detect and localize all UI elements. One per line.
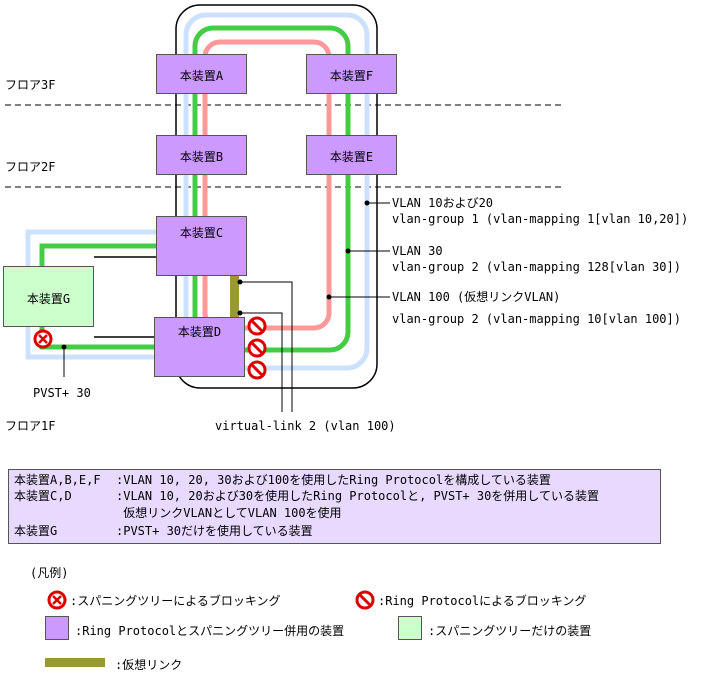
vlan100-ring — [202, 39, 332, 331]
device-c[interactable]: 本装置C — [156, 216, 247, 276]
vlan100-label: VLAN 100 (仮想リンクVLAN) — [392, 290, 561, 304]
legend-ring-block-icon — [355, 590, 375, 610]
vlan30-ring — [192, 25, 351, 353]
legend-combined-device-label: :Ring Protocolとスパニングツリー併用の装置 — [75, 624, 345, 638]
callout-dot-vlan1020 — [364, 200, 370, 206]
virtual-link-label: virtual-link 2 (vlan 100) — [215, 419, 396, 433]
legend-stp-device-label: :スパニングツリーだけの装置 — [428, 624, 592, 638]
device-a-label: 本装置A — [179, 69, 224, 83]
callout-dot-vl-top — [237, 279, 243, 285]
callout-virtual-link-top — [240, 281, 293, 412]
virtual-link-bar — [230, 276, 239, 318]
vlan30-label: VLAN 30 — [392, 244, 443, 258]
ring-block-icon — [247, 338, 267, 358]
legend-ring-block-label: :Ring Protocolによるブロッキング — [378, 594, 587, 608]
note-device-name: 本装置C,D — [14, 489, 72, 503]
legend-stp-device-swatch — [398, 616, 422, 640]
legend-virtual-link-swatch — [45, 658, 105, 667]
legend-title: (凡例) — [30, 566, 69, 580]
floor-label-2f: フロア2F — [5, 160, 56, 174]
device-f-label: 本装置F — [329, 69, 374, 83]
note-device-name: 本装置G — [14, 524, 58, 538]
note-description: :VLAN 10, 20, 30および100を使用したRing Protocol… — [116, 473, 551, 487]
ring-block-icon — [247, 360, 267, 380]
note-description: 仮想リンクVLANとしてVLAN 100を使用 — [116, 506, 342, 520]
legend-virtual-link-label: :仮想リンク — [115, 658, 183, 672]
callout-dot-pvst — [61, 344, 67, 350]
ring-frame — [175, 4, 378, 389]
floor-label-3f: フロア3F — [5, 78, 56, 92]
floor-label-1f: フロア1F — [5, 419, 56, 433]
note-row: 本装置G :PVST+ 30だけを使用している装置 — [14, 524, 313, 539]
ring-block-icon — [247, 316, 267, 336]
note-row: 仮想リンクVLANとしてVLAN 100を使用 — [14, 506, 342, 521]
device-d-label: 本装置D — [177, 325, 222, 339]
vlan1020-group-label: vlan-group 1 (vlan-mapping 1[vlan 10,20]… — [392, 212, 689, 226]
device-a[interactable]: 本装置A — [156, 54, 247, 94]
note-row: 本装置A,B,E,F :VLAN 10, 20, 30および100を使用したRin… — [14, 473, 551, 488]
note-description: :PVST+ 30だけを使用している装置 — [116, 524, 313, 538]
note-row: 本装置C,D :VLAN 10, 20および30を使用したRing Protoco… — [14, 489, 599, 504]
stp-block-icon — [33, 329, 53, 349]
note-device-name: 本装置A,B,E,F — [14, 473, 101, 487]
legend-combined-device-swatch — [45, 616, 69, 640]
device-b-label: 本装置B — [179, 150, 224, 164]
callout-dot-vl-bottom — [237, 310, 243, 316]
device-b[interactable]: 本装置B — [156, 135, 247, 175]
note-description: :VLAN 10, 20および30を使用したRing Protocolと, PV… — [116, 489, 599, 503]
device-g-label: 本装置G — [26, 292, 71, 306]
callout-dot-vlan100 — [326, 294, 332, 300]
vlan1020-label: VLAN 10および20 — [392, 196, 494, 210]
vlan100-group-label: vlan-group 2 (vlan-mapping 10[vlan 100]) — [392, 312, 681, 326]
device-d[interactable]: 本装置D — [154, 317, 245, 377]
callout-virtual-link-bottom — [240, 312, 283, 412]
vlan30-group-label: vlan-group 2 (vlan-mapping 128[vlan 30]) — [392, 260, 681, 274]
callout-dot-vlan30 — [345, 248, 351, 254]
device-notes-box: 本装置A,B,E,F :VLAN 10, 20, 30および100を使用したRin… — [8, 469, 661, 544]
vlan1020-ring — [183, 12, 370, 371]
device-e[interactable]: 本装置E — [306, 135, 397, 175]
legend-stp-block-label: :スパニングツリーによるブロッキング — [70, 594, 281, 608]
device-e-label: 本装置E — [329, 150, 374, 164]
legend-stp-block-icon — [47, 590, 67, 610]
pvst-label: PVST+ 30 — [33, 386, 91, 400]
device-c-label: 本装置C — [179, 226, 224, 240]
device-f[interactable]: 本装置F — [306, 54, 397, 94]
device-g[interactable]: 本装置G — [3, 266, 94, 327]
